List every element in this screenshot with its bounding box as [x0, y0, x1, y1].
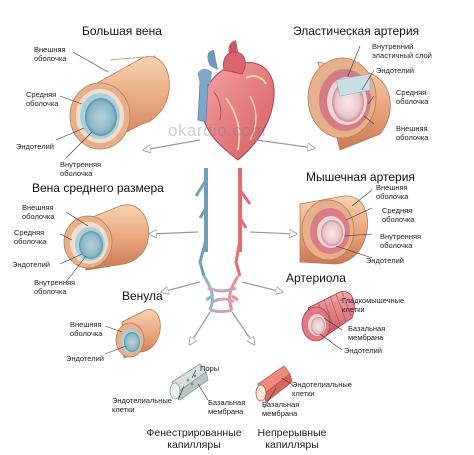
large-vein-illustration — [69, 55, 170, 150]
arteriole-label-basal-membrane: Базальная мембрана — [348, 324, 386, 342]
medium-vein-label-endothelium: Эндотелий — [12, 260, 50, 269]
arteriole-label-smooth-muscle: Гладкомышечные клетки — [342, 296, 405, 314]
capillary-network — [202, 275, 240, 313]
large-vein-label-inner: Внутренняя оболочка — [60, 160, 102, 178]
elastic-artery-label-elastic-layer: Внутренний эластичный слой — [372, 42, 432, 60]
continuous-label-endothelial-cells: Эндотелиальные клетки — [292, 380, 352, 398]
elastic-artery-label-middle: Средняя оболочка — [396, 88, 429, 106]
fenestrated-label-pores: Поры — [200, 364, 220, 373]
fenestrated-capillaries-title: Фенестрированные капилляры — [146, 427, 242, 451]
medium-vein-illustration — [63, 204, 150, 271]
venule-illustration — [115, 309, 161, 359]
elastic-artery-label-outer: Внешняя оболочка — [396, 124, 429, 142]
muscular-artery-label-middle: Средняя оболочка — [382, 206, 415, 224]
arteriole-title: Артериола — [286, 271, 346, 285]
elastic-artery-label-endothelium: Эндотелий — [376, 66, 414, 75]
continuous-capillary-illustration — [255, 365, 293, 403]
vessel-strips — [194, 168, 252, 277]
watermark: okardio.com — [168, 121, 267, 140]
muscular-artery-label-inner: Внутренняя оболочка — [380, 232, 422, 250]
muscular-artery-title: Мышечная артерия — [306, 170, 415, 184]
large-vein-label-outer: Внешняя оболочка — [34, 45, 67, 63]
venule-title: Венула — [122, 289, 163, 303]
medium-vein-label-middle: Средняя оболочка — [14, 228, 47, 246]
large-vein-label-endothelium: Эндотелий — [16, 142, 54, 151]
large-vein-title: Большая вена — [82, 24, 162, 38]
large-vein-label-middle: Средняя оболочка — [26, 90, 59, 108]
elastic-artery-title: Эластическая артерия — [293, 24, 420, 38]
fenestrated-label-endothelial-cells: Эндотелиальные клетки — [112, 396, 172, 414]
continuous-label-basal-membrane: Базальная мембрана — [262, 400, 300, 418]
medium-vein-label-inner: Внутренняя оболочка — [34, 278, 76, 296]
medium-vein-title: Вена среднего размера — [32, 181, 164, 195]
heart-illustration — [197, 40, 275, 161]
leader-lines — [55, 45, 375, 409]
venule-label-endothelium: Эндотелий — [66, 354, 104, 363]
flow-arrows — [144, 139, 314, 344]
arteriole-label-endothelium: Эндотелий — [344, 346, 382, 355]
continuous-capillaries-title: Непрерывные капилляры — [257, 427, 327, 451]
medium-vein-label-outer: Внешняя оболочка — [22, 203, 55, 221]
fenestrated-label-basal-membrane: Базальная мембрана — [208, 398, 246, 416]
muscular-artery-label-outer: Внешняя оболочка — [376, 183, 409, 201]
arteriole-illustration — [301, 290, 355, 342]
venule-label-outer: Внешняя оболочка — [70, 320, 103, 338]
muscular-artery-illustration — [299, 195, 368, 265]
elastic-artery-illustration — [307, 57, 391, 151]
muscular-artery-label-endothelium: Эндотелий — [366, 256, 404, 265]
fenestrated-capillary-illustration — [169, 363, 209, 401]
